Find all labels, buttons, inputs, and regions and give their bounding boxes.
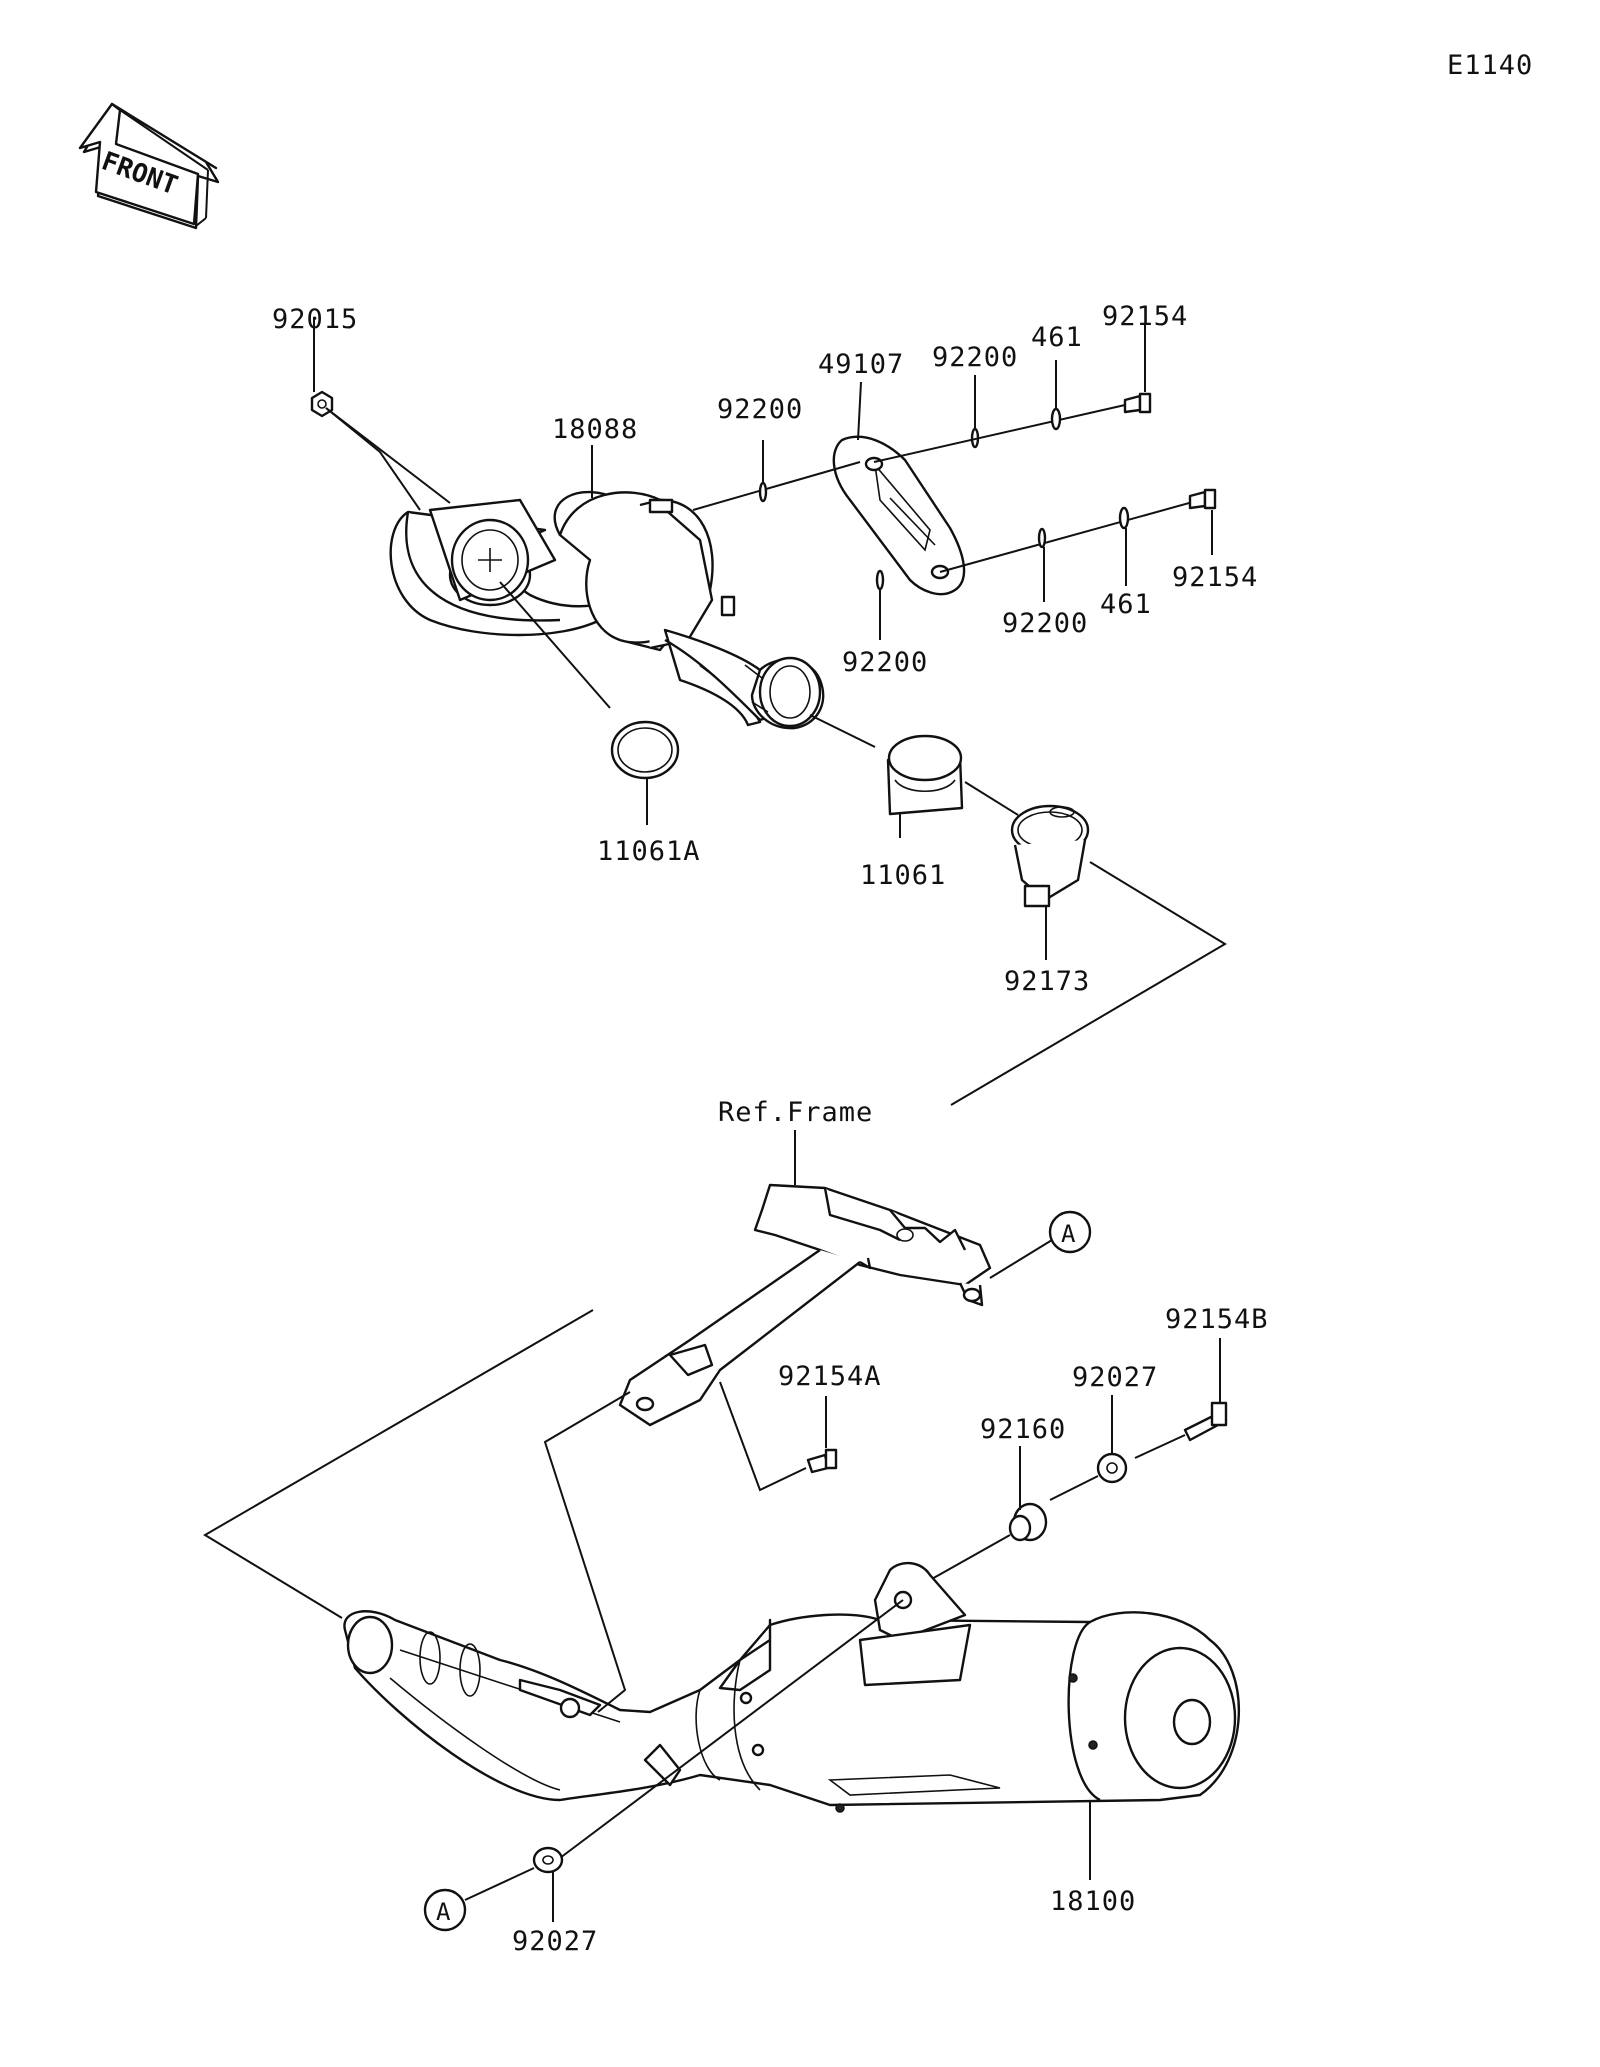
label-92200-c: 92200 <box>1002 608 1088 639</box>
label-461-a: 461 <box>1031 322 1083 353</box>
washer-92200-c <box>1037 527 1047 549</box>
label-92154-a: 92154 <box>1102 301 1188 332</box>
bolt-92154B <box>1183 1401 1228 1442</box>
bolt-92154A <box>806 1448 838 1474</box>
collar-92027-upper <box>1096 1452 1128 1484</box>
label-92154A: 92154A <box>778 1361 882 1392</box>
grommet-92160 <box>1008 1502 1048 1542</box>
spring-washer-461-b <box>1118 506 1130 530</box>
label-92200-a: 92200 <box>717 394 803 425</box>
bolt-92154-a <box>1123 392 1152 414</box>
frame-bracket <box>618 1183 992 1427</box>
label-92200-d: 92200 <box>842 647 928 678</box>
muffler-18100 <box>343 1561 1241 1813</box>
label-92160: 92160 <box>980 1414 1066 1445</box>
label-92154-b: 92154 <box>1172 562 1258 593</box>
label-92015: 92015 <box>272 304 358 335</box>
ref-marker-a-bottom: A <box>423 1888 467 1932</box>
washer-92200-a <box>758 481 768 503</box>
label-461-b: 461 <box>1100 589 1152 620</box>
washer-92200-d <box>875 569 885 591</box>
label-11061A: 11061A <box>597 836 701 867</box>
ref-marker-a-top: A <box>1048 1210 1092 1254</box>
spring-washer-461-a <box>1050 407 1062 431</box>
label-92200-b: 92200 <box>932 342 1018 373</box>
label-92173: 92173 <box>1004 966 1090 997</box>
label-18088: 18088 <box>552 414 638 445</box>
label-11061: 11061 <box>860 860 946 891</box>
bolt-92154-b <box>1188 488 1217 510</box>
gasket-11061A <box>610 720 680 780</box>
clamp-92173 <box>1010 804 1090 908</box>
sleeve-11061 <box>886 734 964 816</box>
label-92027-b: 92027 <box>512 1926 598 1957</box>
diagram-code: E1140 <box>1447 50 1533 81</box>
ref-frame-label: Ref.Frame <box>718 1097 873 1128</box>
collar-92027-lower <box>532 1846 564 1874</box>
label-49107: 49107 <box>818 349 904 380</box>
label-92154B: 92154B <box>1165 1304 1269 1335</box>
ref-marker-a-top-label: A <box>1061 1220 1076 1248</box>
label-18100: 18100 <box>1050 1886 1136 1917</box>
header-pipe-18088 <box>389 490 825 730</box>
label-92027-a: 92027 <box>1072 1362 1158 1393</box>
nut-92015 <box>310 390 334 418</box>
ref-marker-a-bottom-label: A <box>436 1898 451 1926</box>
front-arrow-icon: FRONT <box>78 102 220 230</box>
